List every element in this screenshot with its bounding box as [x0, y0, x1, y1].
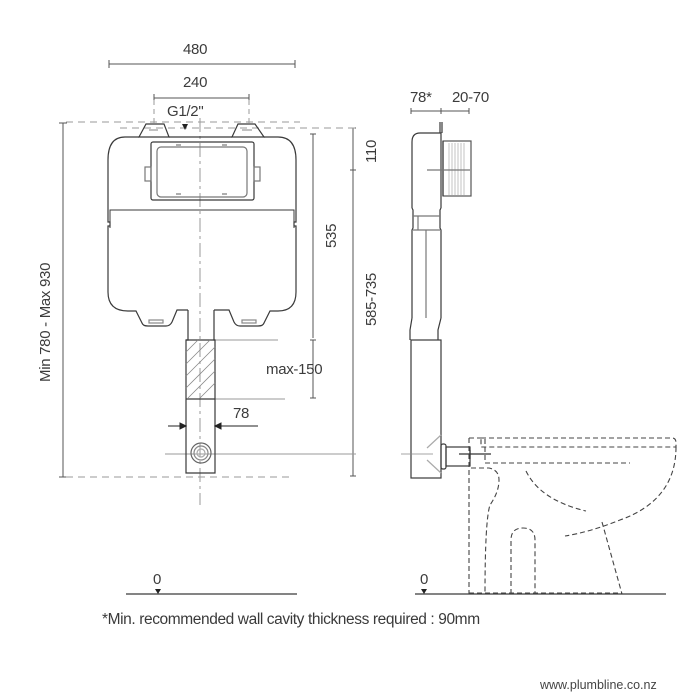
cistern-front: [107, 123, 297, 474]
front-dimension-lines: [59, 60, 356, 478]
floor-marker-icon: [421, 589, 427, 594]
pipe-width-arrows: [168, 422, 258, 430]
dim-total-height: Min 780 - Max 930: [37, 262, 54, 382]
dim-tank-height: 535: [323, 223, 340, 248]
front-extension-lines: [165, 339, 356, 455]
dim-plate-adjust: 20-70: [452, 89, 489, 106]
floor-level-front: 0: [153, 571, 162, 588]
dim-pipe-adjust: max-150: [266, 361, 323, 378]
toilet-pan: [468, 437, 677, 595]
floor-marker-icon: [155, 589, 161, 594]
footnote: *Min. recommended wall cavity thickness …: [102, 611, 480, 628]
dim-inlet-size: G1/2": [167, 103, 204, 120]
website-link[interactable]: www.plumbline.co.nz: [540, 678, 657, 692]
dim-depth: 78*: [410, 89, 432, 106]
front-reference-lines: [66, 118, 356, 505]
cistern-side: [401, 122, 491, 479]
dim-overall-width: 480: [183, 41, 208, 58]
dim-flush-plate-width: 240: [183, 74, 208, 91]
dim-top-offset: 110: [363, 139, 380, 163]
floor-level-side: 0: [420, 571, 429, 588]
dim-outlet-height: 585-735: [363, 273, 380, 326]
inlet-marker-icon: [182, 124, 188, 130]
side-dimension-lines: [410, 108, 470, 114]
dim-pipe-width: 78: [233, 405, 250, 422]
adjustable-zone-hatch: [185, 339, 216, 399]
